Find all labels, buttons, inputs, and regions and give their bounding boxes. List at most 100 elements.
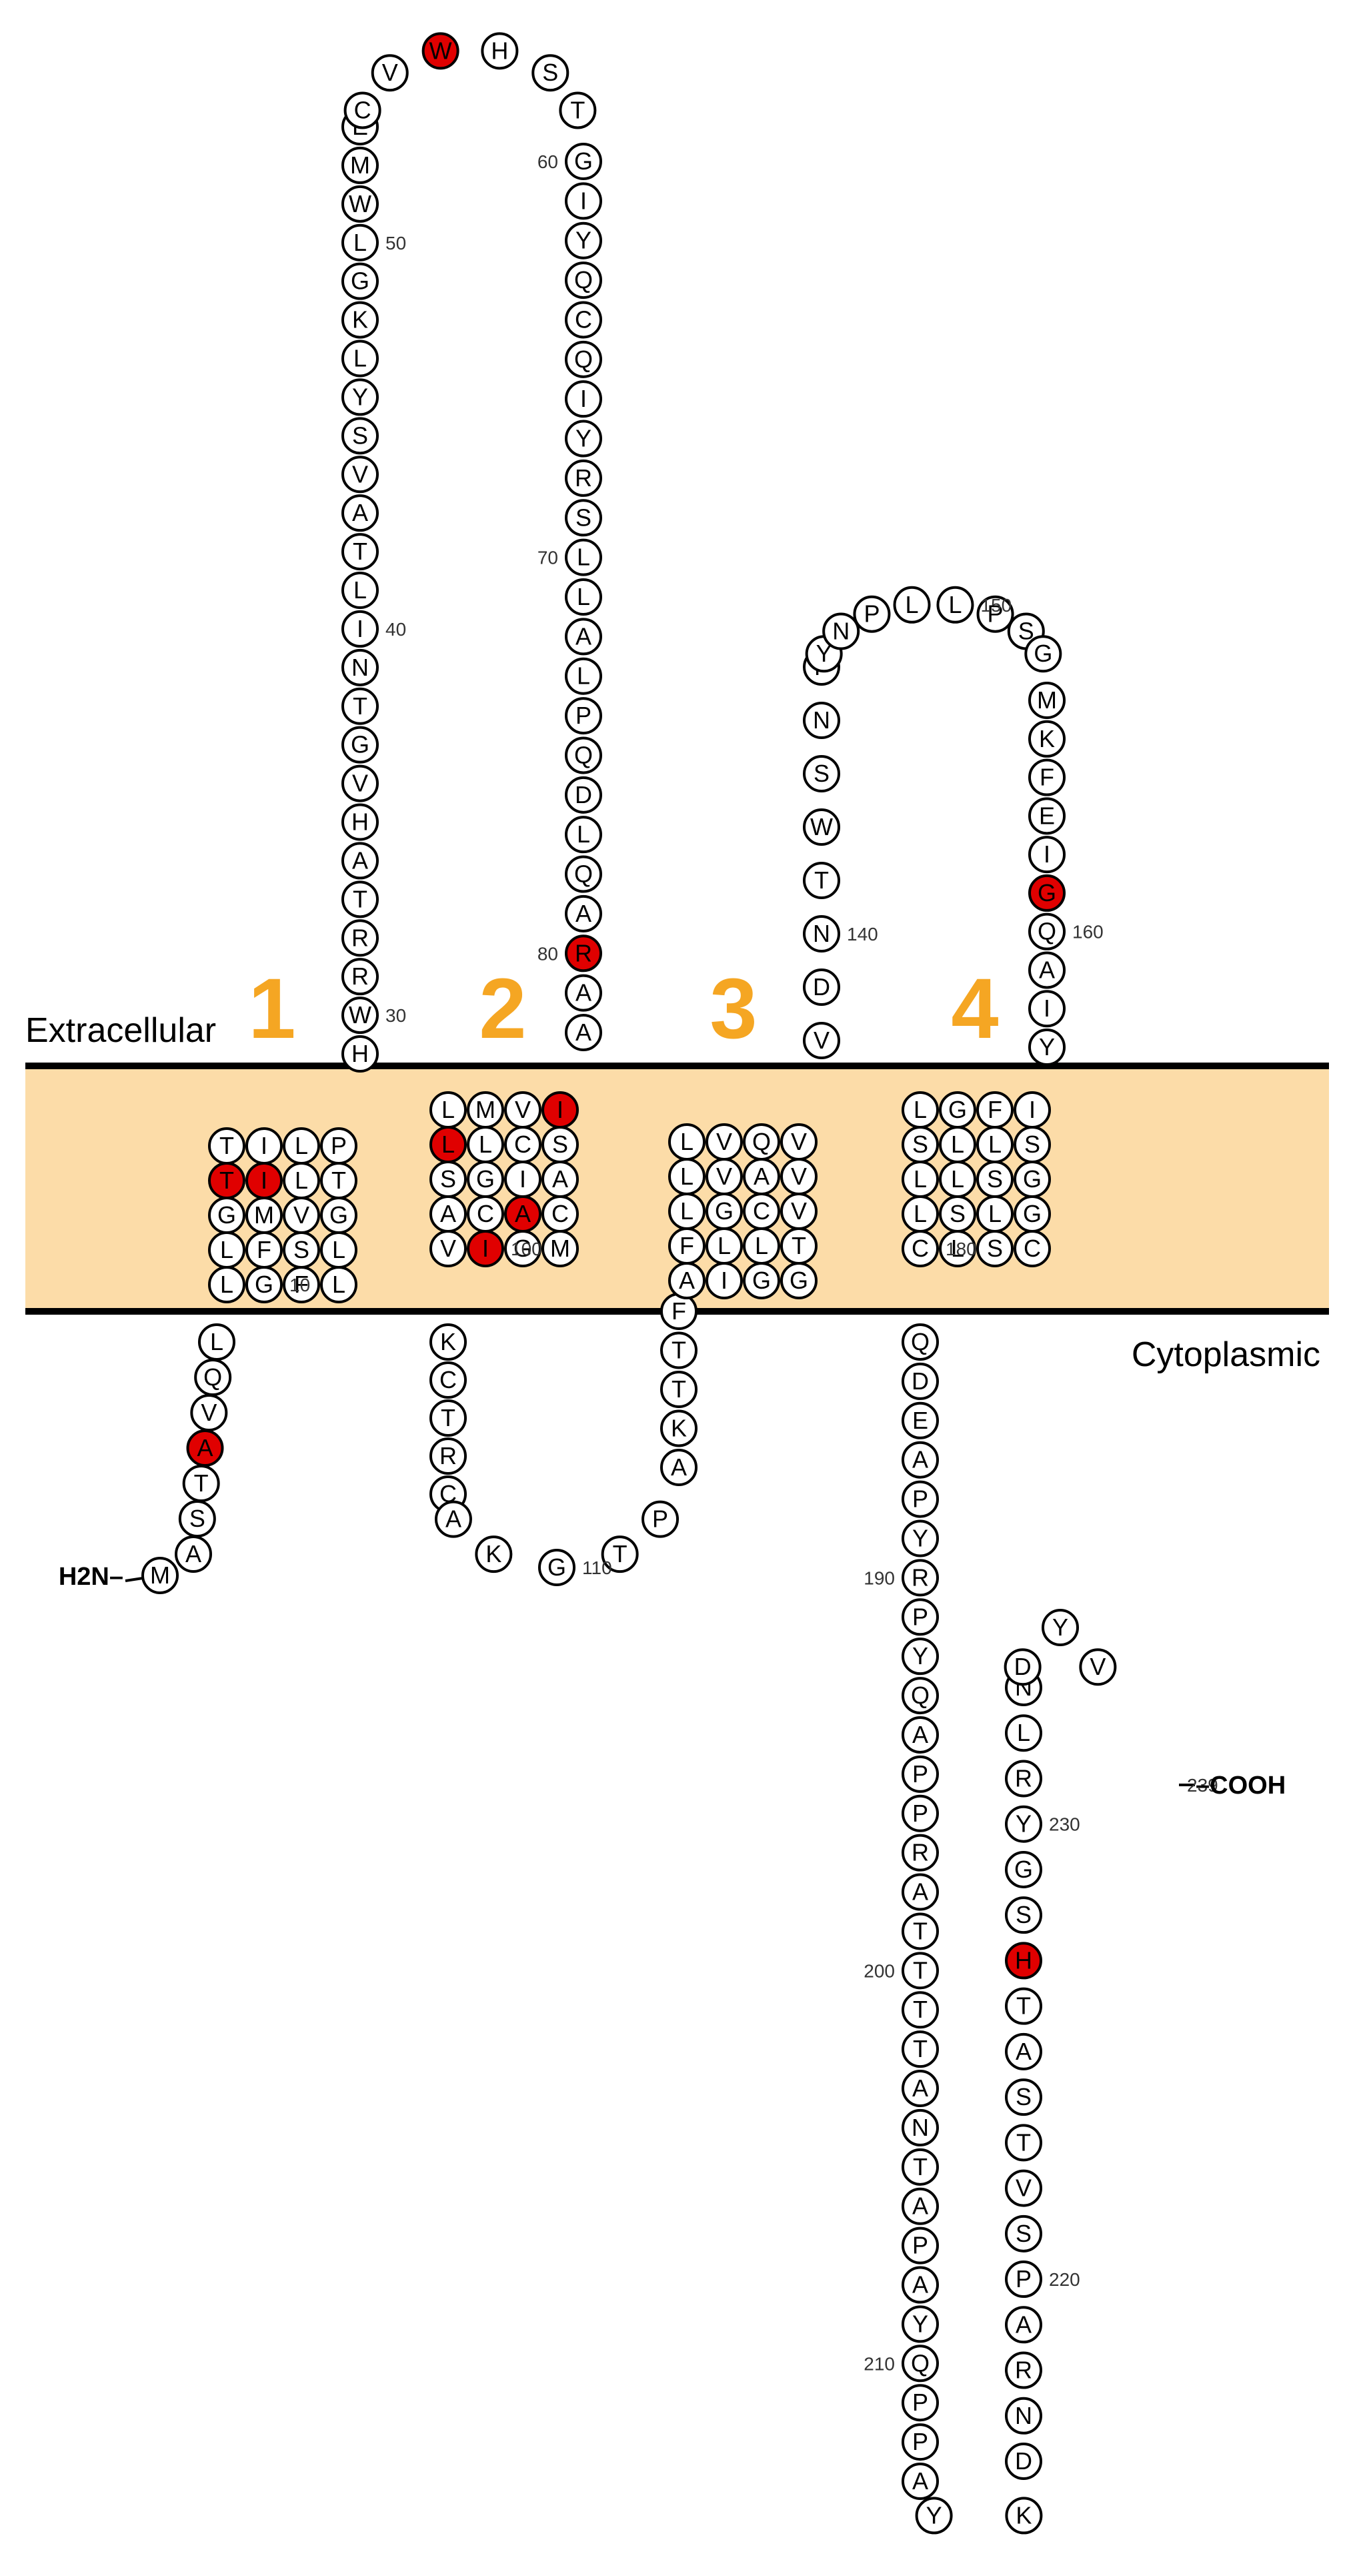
- residue-letter: T: [219, 1132, 234, 1159]
- residue-208: A: [902, 2266, 939, 2304]
- residue-letter: N: [813, 706, 830, 734]
- residue-195: P: [902, 1755, 939, 1793]
- residue-114: K: [660, 1409, 698, 1447]
- residue-102: M: [541, 1230, 579, 1267]
- residue-circle: [1028, 682, 1066, 719]
- position-label-140: 140: [847, 924, 878, 944]
- residue-letter: Y: [575, 227, 591, 254]
- residue-169: L: [976, 1126, 1014, 1163]
- residue-letter: A: [912, 2074, 928, 2102]
- residue-letter: C: [551, 1200, 569, 1227]
- residue-161: A: [1028, 951, 1066, 989]
- residue-circle: [641, 1500, 680, 1538]
- position-label-180: 180: [946, 1239, 977, 1259]
- residue-letter: V: [515, 1096, 531, 1123]
- residue-210: Q: [902, 2345, 939, 2383]
- residue-95: C: [541, 1195, 579, 1233]
- residue-circle: [660, 1331, 698, 1369]
- residue-69: S: [565, 499, 602, 537]
- residue-letter: P: [912, 1800, 928, 1827]
- residue-circle: [341, 648, 379, 686]
- residue-letter: L: [295, 1132, 308, 1159]
- residue-57: H: [481, 32, 519, 70]
- residue-circle: [565, 578, 602, 616]
- residue-139: D: [803, 969, 840, 1006]
- residue-127: G: [706, 1193, 743, 1230]
- residue-letter: N: [351, 654, 369, 681]
- residue-letter: V: [352, 460, 368, 488]
- residue-circle: [1005, 1805, 1042, 1843]
- residue-160: Q: [1028, 912, 1066, 950]
- position-label-40: 40: [385, 619, 406, 640]
- residue-letter: Y: [912, 1642, 928, 1670]
- residue-circle: [341, 1035, 379, 1073]
- residue-letter: W: [349, 1001, 371, 1029]
- residue-letter: L: [914, 1200, 927, 1227]
- residue-circle: [565, 499, 602, 537]
- residue-187: A: [902, 1441, 939, 1479]
- residue-letter: H: [351, 808, 369, 836]
- residue-196: P: [902, 1794, 939, 1832]
- residue-letter: F: [1040, 764, 1054, 791]
- residue-letter: G: [1023, 1165, 1042, 1193]
- residue-circle: [902, 1401, 939, 1439]
- residue-circle: [1005, 1942, 1042, 1980]
- residue-76: D: [565, 776, 602, 814]
- residue-letter: A: [912, 2467, 928, 2495]
- residue-circle: [902, 2226, 939, 2265]
- residue-164: L: [902, 1091, 939, 1129]
- residue-letter: Q: [752, 1128, 771, 1155]
- residue-232: L: [1005, 1714, 1042, 1752]
- residue-236: V: [1079, 1648, 1117, 1686]
- tm-number-4: 4: [951, 961, 998, 1057]
- residue-147: N: [822, 612, 860, 650]
- residue-circle: [902, 2148, 939, 2186]
- residue-circle: [565, 459, 602, 497]
- residue-letter: M: [550, 1235, 570, 1262]
- residue-letter: L: [220, 1271, 233, 1298]
- residue-letter: S: [189, 1505, 205, 1532]
- residue-42: T: [341, 533, 379, 571]
- residue-circle: [1079, 1648, 1117, 1686]
- residue-letter: T: [219, 1167, 234, 1194]
- residue-22: L: [283, 1162, 320, 1199]
- residue-circle: [902, 1441, 939, 1479]
- residue-113: A: [660, 1449, 698, 1486]
- residue-circle: [341, 958, 379, 996]
- residue-letter: P: [575, 702, 591, 729]
- residue-12: L: [320, 1266, 357, 1303]
- residue-227: H: [1005, 1942, 1042, 1980]
- residue-circle: [481, 32, 519, 70]
- residue-157: E: [1028, 797, 1066, 835]
- residue-167: I: [1014, 1091, 1051, 1129]
- residue-56: W: [421, 32, 459, 70]
- residue-letter: L: [1017, 1719, 1030, 1746]
- residue-circle: [1028, 797, 1066, 835]
- residue-60: G: [565, 143, 602, 180]
- residue-letter: N: [912, 2114, 929, 2141]
- residue-117: F: [660, 1293, 698, 1330]
- residue-letter: L: [220, 1236, 233, 1263]
- position-label-210: 210: [864, 2353, 895, 2374]
- residue-81: A: [565, 974, 602, 1012]
- residue-letter: Q: [203, 1363, 222, 1391]
- residue-28: P: [320, 1127, 357, 1165]
- residue-circle: [803, 702, 840, 739]
- residue-27: L: [283, 1127, 320, 1165]
- residue-circle: [429, 1361, 467, 1399]
- residue-letter: L: [951, 1235, 964, 1262]
- residue-100: I: [467, 1230, 504, 1267]
- residue-83: L: [429, 1091, 467, 1129]
- residue-73: L: [565, 657, 602, 695]
- residue-223: T: [1005, 2124, 1042, 2162]
- residue-circle: [1005, 2306, 1042, 2344]
- residue-121: G: [780, 1262, 818, 1299]
- position-label-230: 230: [1049, 1814, 1080, 1835]
- residue-185: D: [902, 1362, 939, 1400]
- residue-circle: [743, 1123, 780, 1161]
- residue-162: I: [1028, 990, 1066, 1028]
- residue-circle: [341, 262, 379, 300]
- residue-circle: [902, 2266, 939, 2304]
- residue-circle: [668, 1123, 706, 1161]
- residue-circle: [1028, 912, 1066, 950]
